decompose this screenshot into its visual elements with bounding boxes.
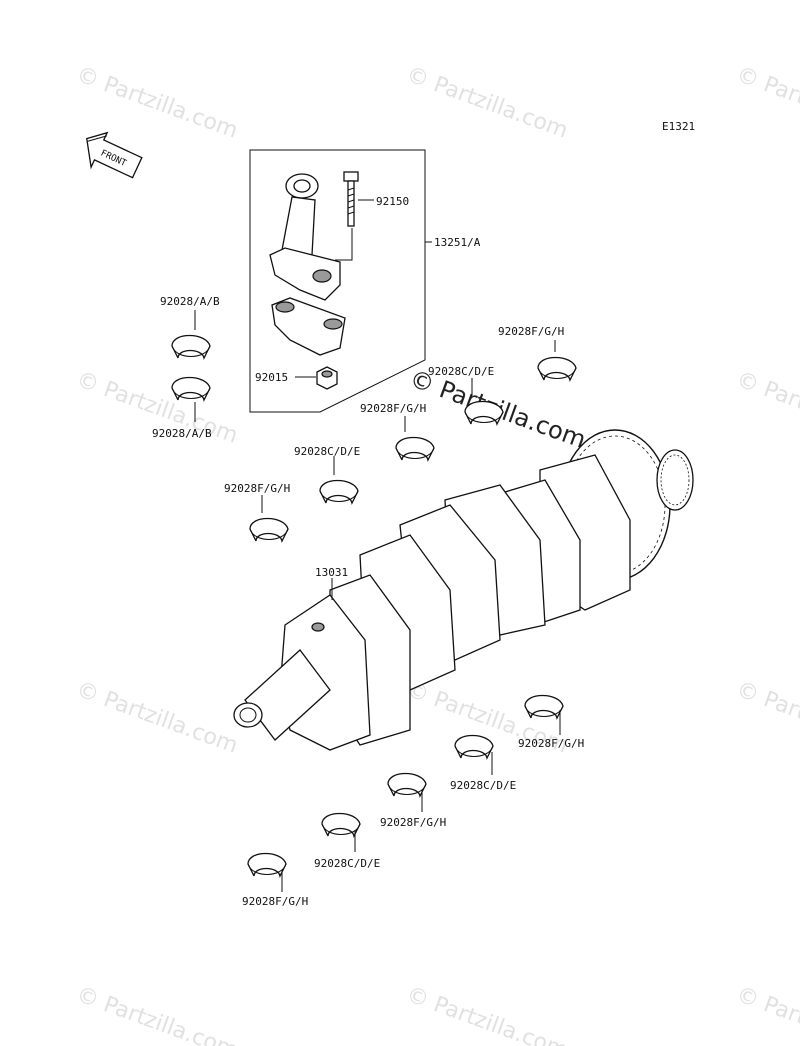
watermark: © Partzilla.com: [733, 982, 800, 1046]
label-92028cde-3: 92028C/D/E: [450, 779, 516, 792]
bearing-92028cde-1: [464, 400, 504, 425]
conrod-cap: [271, 297, 346, 356]
label-92028cde-2: 92028C/D/E: [294, 445, 360, 458]
conrod-bolt: [343, 171, 359, 227]
bearing-92028ab-bottom: [171, 376, 211, 401]
label-92028fgh-5: 92028F/G/H: [380, 816, 446, 829]
front-arrow-icon: FRONT: [86, 131, 143, 179]
watermark: © Partzilla.com: [73, 62, 241, 144]
label-92015: 92015: [255, 371, 288, 384]
diagram-code: E1321: [662, 120, 695, 133]
label-13251: 13251/A: [434, 236, 481, 249]
label-92028ab-bottom: 92028/A/B: [152, 427, 212, 440]
watermark: © Partzilla.com: [73, 677, 241, 759]
bearing-92028fgh-1: [537, 356, 577, 381]
label-92028cde-1: 92028C/D/E: [428, 365, 494, 378]
bearing-92028cde-3: [454, 734, 494, 759]
watermark: © Partzilla.com: [733, 367, 800, 449]
label-92028fgh-4: 92028F/G/H: [518, 737, 584, 750]
label-92028cde-4: 92028C/D/E: [314, 857, 380, 870]
label-92028fgh-6: 92028F/G/H: [242, 895, 308, 908]
watermark: © Partzilla.com: [403, 62, 571, 144]
bearing-92028cde-2: [319, 479, 359, 504]
bearing-92028cde-4: [321, 812, 361, 837]
conrod-nut: [316, 366, 338, 390]
bearing-92028fgh-5: [387, 772, 427, 797]
label-92028fgh-3: 92028F/G/H: [224, 482, 290, 495]
watermark: © Partzilla.com: [73, 982, 241, 1046]
conrod-assembly-box: [249, 149, 426, 413]
connecting-rod: [269, 173, 341, 301]
bearing-92028fgh-2: [395, 436, 435, 461]
label-92028ab-top: 92028/A/B: [160, 295, 220, 308]
watermark: © Partzilla.com: [733, 62, 800, 144]
bearing-92028fgh-3: [249, 517, 289, 542]
label-92028fgh-1: 92028F/G/H: [498, 325, 564, 338]
label-13031: 13031: [315, 566, 348, 579]
bearing-92028fgh-4: [524, 694, 564, 719]
bearing-92028fgh-6: [247, 852, 287, 877]
watermark: © Partzilla.com: [403, 982, 571, 1046]
label-92150: 92150: [376, 195, 409, 208]
watermark: © Partzilla.com: [733, 677, 800, 759]
bearing-92028ab-top: [171, 334, 211, 359]
label-92028fgh-2: 92028F/G/H: [360, 402, 426, 415]
crankshaft: [233, 429, 694, 751]
